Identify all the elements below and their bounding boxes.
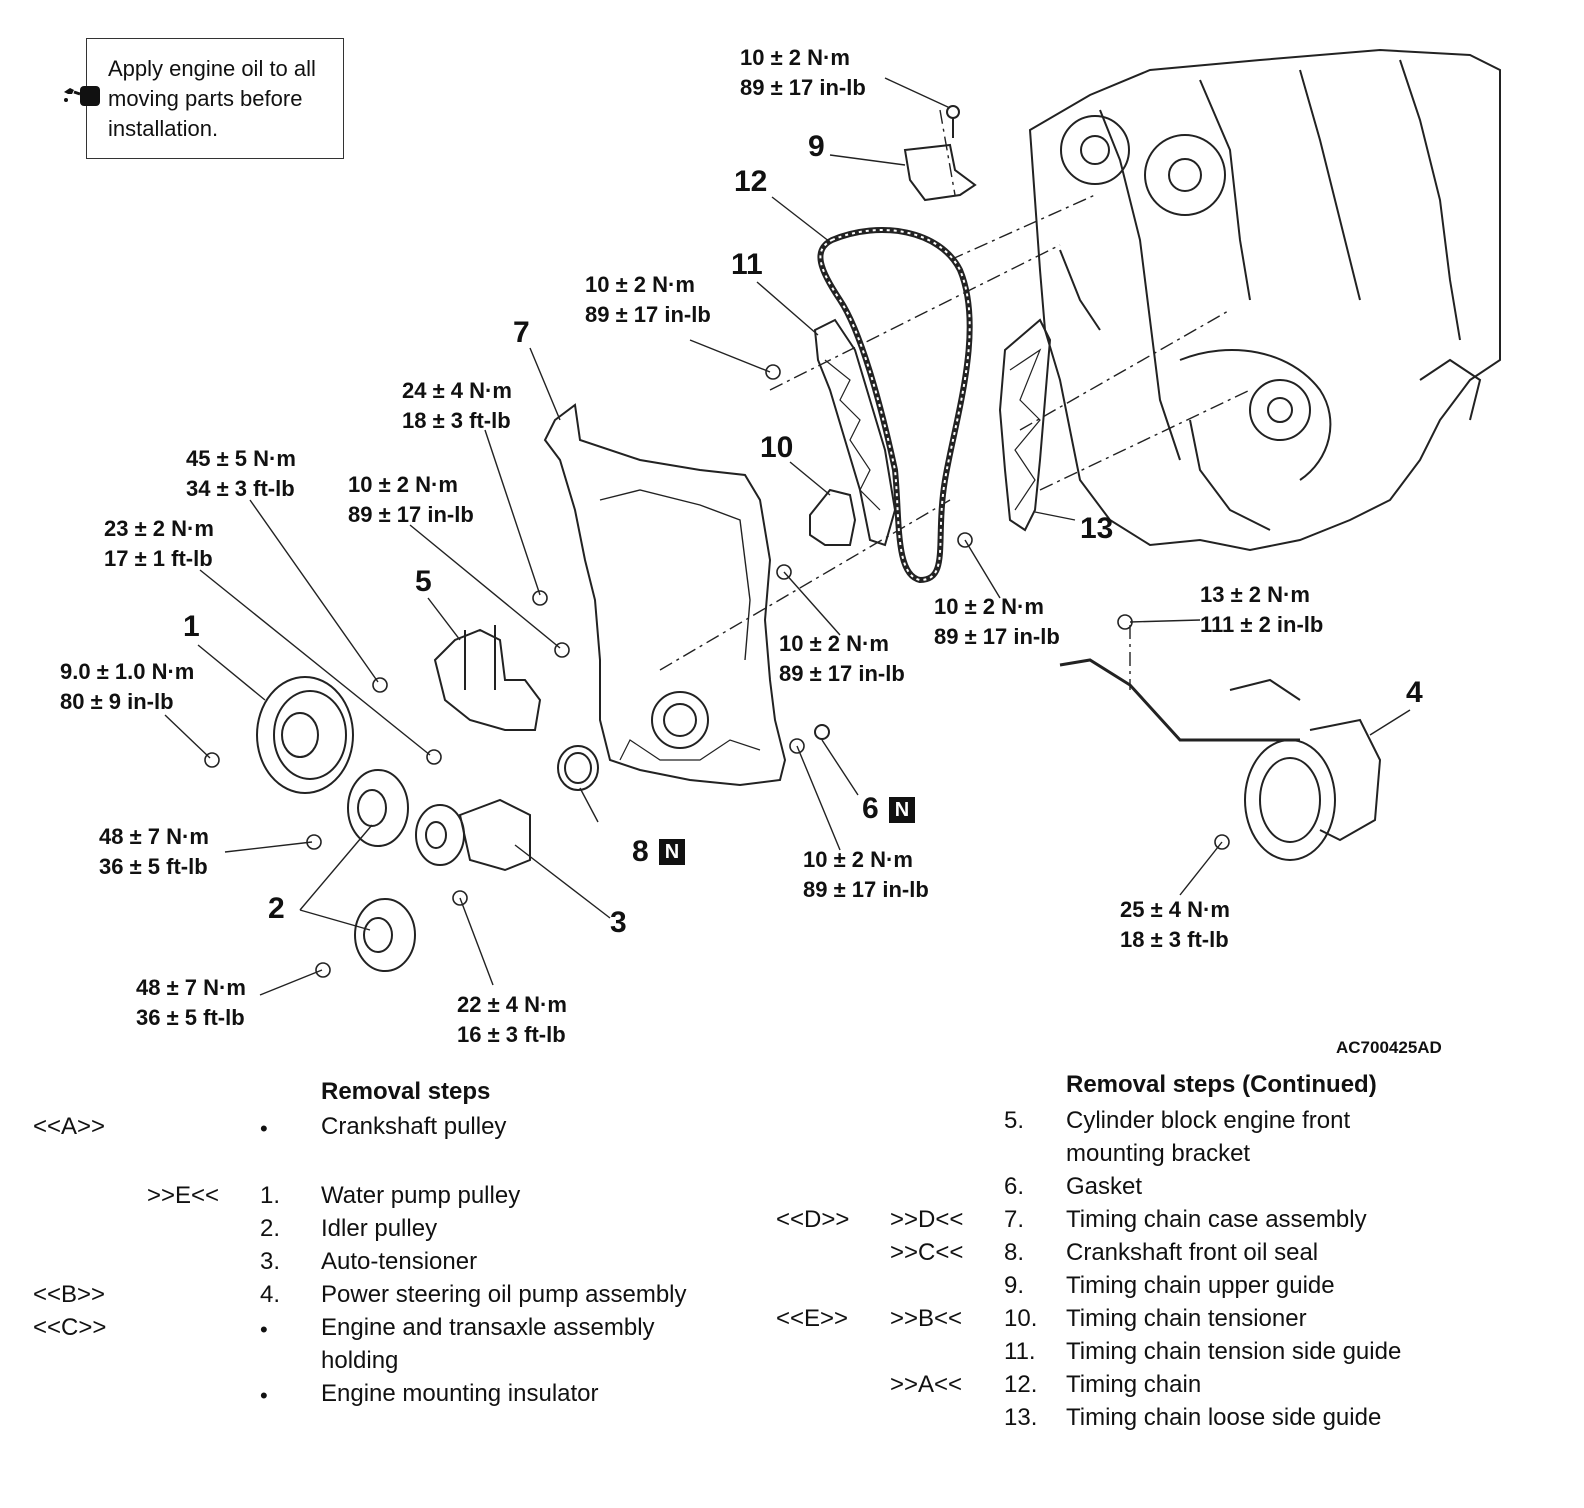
step-text-continued: holding <box>321 1347 399 1374</box>
tension-side-guide <box>813 318 897 547</box>
gasket <box>814 724 830 740</box>
idler-pulley-lower <box>354 898 416 972</box>
step-text: Timing chain upper guide <box>1066 1272 1335 1299</box>
water-pump-pulley <box>256 676 354 794</box>
step-text: Auto-tensioner <box>321 1248 478 1275</box>
step-number: 4. <box>260 1281 281 1308</box>
note-line-1: Apply engine oil to all <box>108 56 316 81</box>
note-line-3: installation. <box>108 116 219 141</box>
step-text: Crankshaft pulley <box>321 1113 507 1140</box>
procedure-ref: <<E>> <box>776 1305 849 1332</box>
step-text: Gasket <box>1066 1173 1143 1200</box>
loose-side-guide <box>998 318 1052 532</box>
step-number: 2. <box>260 1215 281 1242</box>
callout-12: 12 <box>734 165 768 198</box>
new-part-badge: N <box>659 839 685 865</box>
step-text: Engine mounting insulator <box>321 1380 599 1407</box>
step-bullet: • <box>260 1383 268 1408</box>
callout-9: 9 <box>808 130 825 163</box>
step-text-continued: mounting bracket <box>1066 1140 1251 1167</box>
step-number: 3. <box>260 1248 281 1275</box>
callout-6: 6 <box>862 792 879 825</box>
step-number: 5. <box>1004 1107 1025 1134</box>
install-ref: >>D<< <box>890 1206 964 1233</box>
note-line-2: moving parts before <box>108 86 303 111</box>
timing-chain <box>817 227 973 584</box>
step-text: Cylinder block engine front <box>1066 1107 1351 1134</box>
callout-3: 3 <box>610 906 627 939</box>
callout-2: 2 <box>268 892 285 925</box>
install-ref: >>A<< <box>890 1371 963 1398</box>
step-text: Power steering oil pump assembly <box>321 1281 687 1308</box>
step-number: 1. <box>260 1182 281 1209</box>
oil-seal <box>557 745 599 791</box>
callout-7: 7 <box>513 316 530 349</box>
callout-1: 1 <box>183 610 200 643</box>
callout-5: 5 <box>415 565 432 598</box>
step-number: 7. <box>1004 1206 1025 1233</box>
timing-chain-case <box>543 403 787 787</box>
procedure-ref: <<C>> <box>33 1314 107 1341</box>
step-text: Water pump pulley <box>321 1182 521 1209</box>
removal-steps-continued-heading: Removal steps (Continued) <box>1066 1071 1377 1098</box>
callout-10: 10 <box>760 431 794 464</box>
step-text: Engine and transaxle assembly <box>321 1314 655 1341</box>
procedure-ref: <<B>> <box>33 1281 106 1308</box>
install-ref: >>B<< <box>890 1305 963 1332</box>
step-number: 11. <box>1004 1338 1036 1365</box>
engine-block <box>1028 48 1501 552</box>
callout-11: 11 <box>731 248 763 281</box>
callout-8: 8 <box>632 835 649 868</box>
procedure-ref: <<A>> <box>33 1113 106 1140</box>
step-text: Timing chain case assembly <box>1066 1206 1367 1233</box>
oil-can-icon <box>64 86 100 106</box>
step-number: 8. <box>1004 1239 1025 1266</box>
new-part-badge: N <box>889 797 915 823</box>
step-bullet: • <box>260 1317 268 1342</box>
auto-tensioner <box>415 798 531 872</box>
step-text: Crankshaft front oil seal <box>1066 1239 1319 1266</box>
step-number: 6. <box>1004 1173 1025 1200</box>
install-ref: >>E<< <box>147 1182 220 1209</box>
mounting-bracket <box>433 628 542 731</box>
step-text: Timing chain tension side guide <box>1066 1338 1402 1365</box>
bolts <box>204 364 1230 978</box>
step-number: 13. <box>1004 1404 1038 1431</box>
step-number: 12. <box>1004 1371 1038 1398</box>
figure-id: AC700425AD <box>1336 1038 1442 1057</box>
idler-pulley-upper <box>347 769 409 847</box>
step-text: Timing chain loose side guide <box>1066 1404 1382 1431</box>
power-steering-pump <box>1059 658 1382 861</box>
callout-4: 4 <box>1406 676 1423 709</box>
procedure-ref: <<D>> <box>776 1206 850 1233</box>
removal-steps-heading: Removal steps <box>321 1078 491 1105</box>
callout-13: 13 <box>1080 512 1114 545</box>
step-text: Timing chain tensioner <box>1066 1305 1307 1332</box>
step-bullet: • <box>260 1116 268 1141</box>
install-ref: >>C<< <box>890 1239 964 1266</box>
upper-guide <box>903 143 977 202</box>
step-number: 9. <box>1004 1272 1025 1299</box>
step-text: Idler pulley <box>321 1215 438 1242</box>
leader-lines <box>164 77 1411 996</box>
step-text: Timing chain <box>1066 1371 1202 1398</box>
tensioner <box>809 488 857 546</box>
step-number: 10. <box>1004 1305 1038 1332</box>
